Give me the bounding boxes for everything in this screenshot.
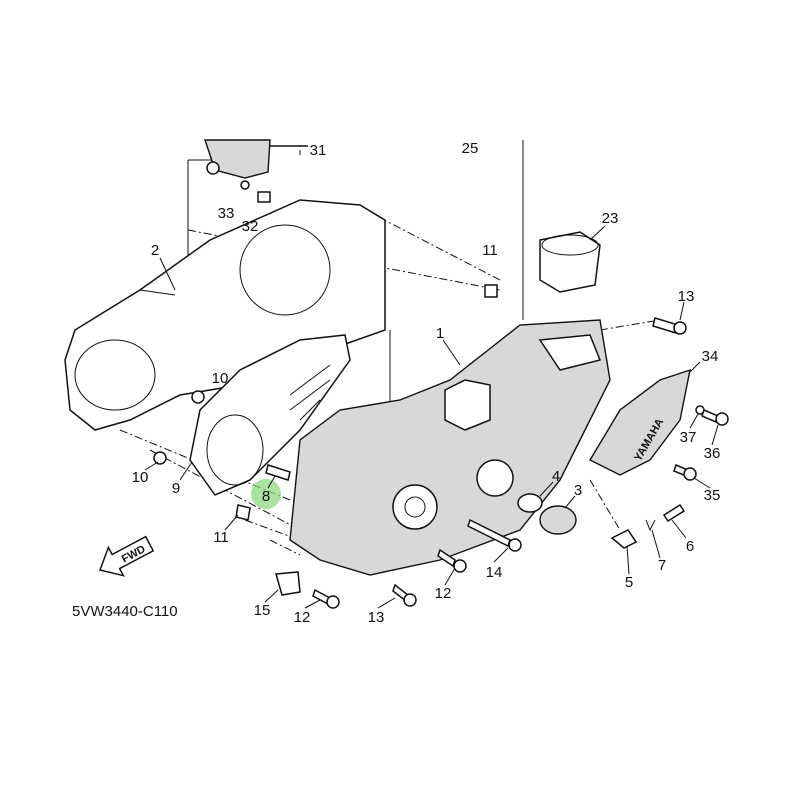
callout-10: 10 [132,469,149,486]
callout-12: 12 [435,585,452,602]
callout-13: 13 [678,288,695,305]
plate-9 [189,334,351,496]
callout-33: 33 [218,205,235,222]
callout-23: 23 [602,210,619,227]
callout-25: 25 [462,140,479,157]
callout-12: 12 [294,609,311,626]
callout-2: 2 [151,242,159,259]
leader-lines [144,225,719,609]
callout-5: 5 [625,574,633,591]
callout-14: 14 [486,564,503,581]
callout-9: 9 [172,480,180,497]
callout-7: 7 [658,557,666,574]
callout-6: 6 [686,538,694,555]
callout-31: 31 [310,142,327,159]
fasteners [153,284,729,609]
callout-35: 35 [704,487,721,504]
callout-3: 3 [574,482,582,499]
callout-34: 34 [702,348,719,365]
fwd-arrow-icon: FWD [99,535,155,577]
duct-23 [539,231,601,293]
gasket-2 [64,199,386,431]
callout-8: 8 [262,488,270,505]
callout-37: 37 [680,429,697,446]
callout-13: 13 [368,609,385,626]
callout-36: 36 [704,445,721,462]
callout-10: 10 [212,370,229,387]
fwd-label: FWD [120,543,148,565]
callout-32: 32 [242,218,259,235]
callout-labels: 31 25 33 32 23 2 11 13 1 34 10 37 36 10 … [132,140,721,626]
diagram-code: 5VW3440-C110 [72,603,178,620]
callout-1: 1 [436,325,444,342]
callout-4: 4 [552,468,560,485]
callout-11: 11 [213,529,229,546]
highlight-circle [251,479,281,509]
callout-15: 15 [254,602,271,619]
callout-11: 11 [482,242,498,259]
part-31-fragment [204,139,308,203]
